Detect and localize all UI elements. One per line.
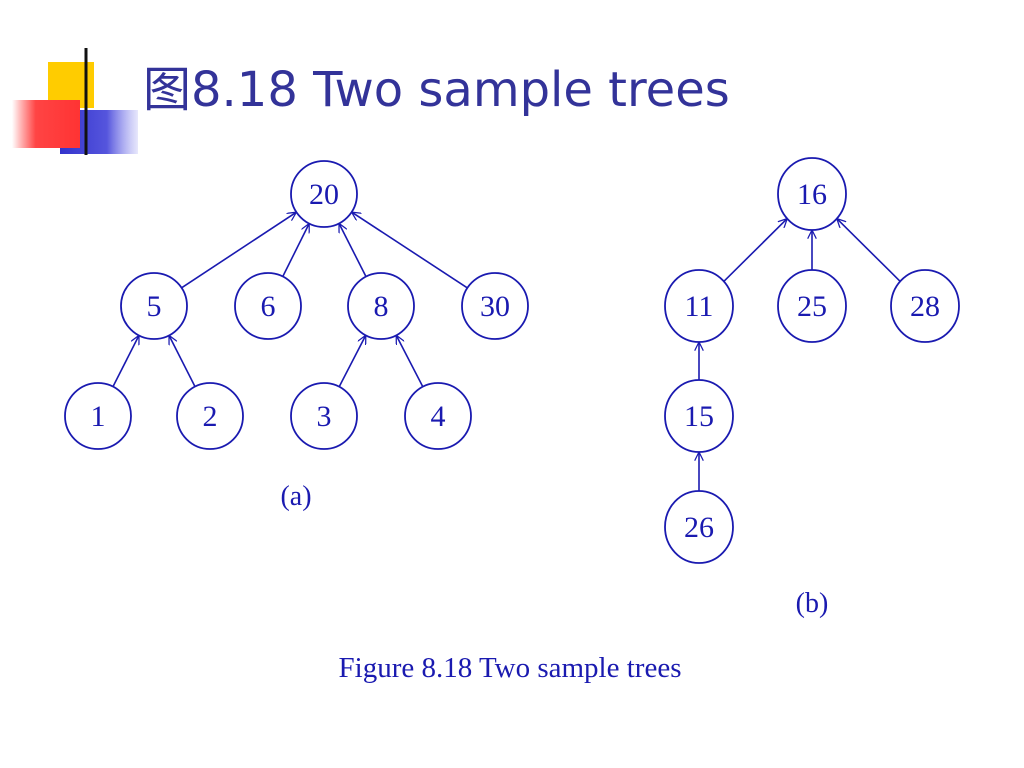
figure-caption: Figure 8.18 Two sample trees: [339, 652, 682, 684]
node-circle: [290, 382, 358, 450]
node-value: 4: [431, 400, 446, 433]
tree-node-28: 28: [890, 269, 960, 343]
node-value: 20: [309, 178, 339, 211]
tree-node-8: 8: [347, 272, 415, 340]
node-circle: [64, 382, 132, 450]
tree-node-5: 5: [120, 272, 188, 340]
node-circle: [461, 272, 529, 340]
node-circle: [777, 269, 847, 343]
node-value: 8: [374, 290, 389, 323]
node-value: 15: [684, 400, 714, 433]
tree-b-label: (b): [796, 588, 829, 619]
edge-a2-to-a5: [168, 335, 196, 387]
node-value: 11: [685, 290, 714, 323]
edge-b11-to-b16: [723, 219, 787, 282]
tree-node-6: 6: [234, 272, 302, 340]
edge-a4-to-a8: [395, 335, 424, 388]
deco-red-bar: [12, 100, 80, 148]
tree-node-30: 30: [461, 272, 529, 340]
node-circle: [664, 379, 734, 453]
node-circle: [777, 157, 847, 231]
tree-node-16: 16: [777, 157, 847, 231]
node-value: 16: [797, 178, 827, 211]
edges-layer: [112, 212, 901, 491]
edge-a30-to-a20: [352, 212, 468, 289]
slide-title: 图8.18 Two sample trees: [143, 62, 730, 118]
tree-node-2: 2: [176, 382, 244, 450]
tree-node-4: 4: [404, 382, 472, 450]
node-value: 2: [203, 400, 218, 433]
tree-node-11: 11: [664, 269, 734, 343]
edge-a6-to-a20: [282, 224, 310, 277]
edge-a5-to-a20: [181, 212, 297, 289]
slide-decoration: [12, 48, 960, 155]
tree-node-3: 3: [290, 382, 358, 450]
node-circle: [664, 490, 734, 564]
node-circle: [290, 160, 358, 228]
node-circle: [347, 272, 415, 340]
edge-b28-to-b16: [837, 219, 901, 282]
node-circle: [404, 382, 472, 450]
node-value: 26: [684, 511, 714, 544]
edge-a1-to-a5: [112, 335, 140, 387]
node-value: 1: [91, 400, 106, 433]
node-value: 5: [147, 290, 162, 323]
node-value: 25: [797, 290, 827, 323]
node-circle: [890, 269, 960, 343]
tree-node-20: 20: [290, 160, 358, 228]
node-value: 6: [261, 290, 276, 323]
tree-node-25: 25: [777, 269, 847, 343]
edge-a3-to-a8: [338, 335, 367, 388]
node-value: 28: [910, 290, 940, 323]
tree-node-26: 26: [664, 490, 734, 564]
node-value: 3: [317, 400, 332, 433]
edge-a8-to-a20: [338, 223, 367, 277]
tree-node-1: 1: [64, 382, 132, 450]
node-value: 30: [480, 290, 510, 323]
node-circle: [120, 272, 188, 340]
tree-a-label: (a): [280, 481, 311, 512]
node-circle: [234, 272, 302, 340]
node-circle: [664, 269, 734, 343]
nodes-layer: 20 5 6 8 30 1 2 3 4 16 11 25 28 15 26: [64, 157, 960, 564]
tree-node-15: 15: [664, 379, 734, 453]
node-circle: [176, 382, 244, 450]
